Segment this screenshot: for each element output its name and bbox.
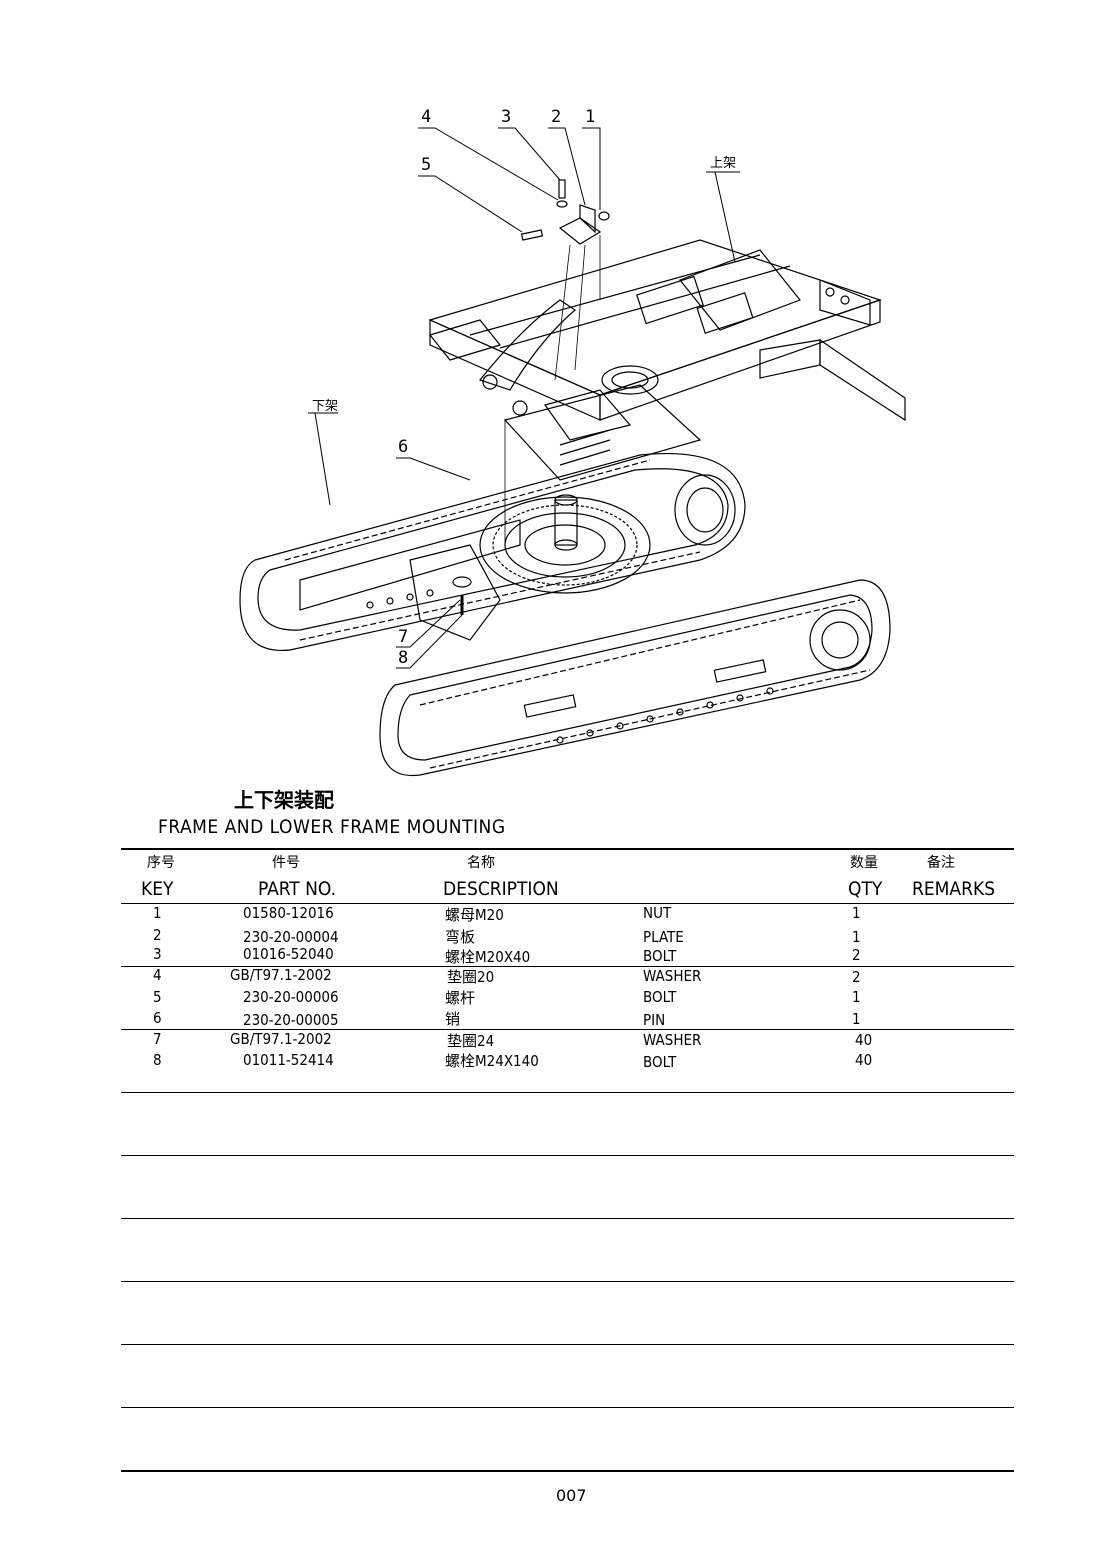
header-remarks-cn: 备注 <box>927 855 955 871</box>
table-group-rule <box>121 1029 1014 1030</box>
row-desc-cn: 销 <box>445 1010 461 1028</box>
upper-frame <box>428 239 906 481</box>
upper-frame-label: 上架 <box>710 156 737 171</box>
table-empty-rule <box>121 1155 1014 1156</box>
row-key: 6 <box>153 1009 162 1027</box>
header-key-cn: 序号 <box>147 855 175 871</box>
page-number: 007 <box>556 1486 587 1505</box>
row-qty: 1 <box>852 1010 861 1028</box>
row-desc-en: BOLT <box>643 1053 677 1071</box>
callout-5: 5 <box>421 155 432 175</box>
row-part-no: 01016-52040 <box>243 945 334 963</box>
lower-frame-center <box>409 544 501 641</box>
header-remarks: REMARKS <box>912 878 996 900</box>
table-header-rule <box>121 903 1014 904</box>
row-desc-cn: 螺杆 <box>445 989 476 1007</box>
title-english: FRAME AND LOWER FRAME MOUNTING <box>158 816 506 838</box>
row-key: 4 <box>153 966 162 984</box>
assembly-drawing <box>239 127 906 777</box>
row-part-no: 230-20-00004 <box>243 928 339 946</box>
row-part-no: GB/T97.1-2002 <box>230 966 332 984</box>
row-part-no: 01580-12016 <box>243 904 334 922</box>
row-qty: 1 <box>852 988 861 1006</box>
row-desc-cn: 垫圈20 <box>447 968 495 986</box>
row-desc-en: WASHER <box>643 1031 702 1049</box>
title-chinese: 上下架装配 <box>234 788 334 812</box>
callout-6: 6 <box>398 437 409 457</box>
table-top-rule <box>121 848 1014 850</box>
row-qty: 1 <box>852 928 861 946</box>
row-key: 2 <box>153 926 162 944</box>
row-qty: 40 <box>855 1051 873 1069</box>
row-key: 1 <box>153 904 162 922</box>
callout-8: 8 <box>398 648 409 668</box>
table-empty-rule <box>121 1218 1014 1219</box>
row-desc-cn: 螺栓M20X40 <box>445 948 531 966</box>
header-qty: QTY <box>848 878 883 900</box>
header-part-no: PART NO. <box>258 878 337 900</box>
row-part-no: GB/T97.1-2002 <box>230 1030 332 1048</box>
row-desc-en: PIN <box>643 1011 666 1029</box>
lower-frame-label: 下架 <box>312 399 339 414</box>
row-desc-cn: 弯板 <box>445 928 476 946</box>
exploded-parts <box>504 179 610 545</box>
row-part-no: 230-20-00005 <box>243 1011 339 1029</box>
row-qty: 40 <box>855 1031 873 1049</box>
row-key: 8 <box>153 1051 162 1069</box>
header-part-cn: 件号 <box>272 855 300 871</box>
table-empty-rule <box>121 1092 1014 1093</box>
table-group-rule <box>121 966 1014 967</box>
header-desc-cn: 名称 <box>467 855 495 871</box>
callout-3: 3 <box>501 107 512 127</box>
row-desc-cn: 螺母M20 <box>445 906 504 924</box>
header-key: KEY <box>141 878 174 900</box>
row-desc-cn: 垫圈24 <box>447 1032 495 1050</box>
row-desc-en: BOLT <box>643 988 677 1006</box>
table-empty-rule <box>121 1281 1014 1282</box>
row-key: 5 <box>153 988 162 1006</box>
row-key: 7 <box>153 1030 162 1048</box>
callout-7: 7 <box>398 627 409 647</box>
callout-4: 4 <box>421 107 432 127</box>
row-desc-en: BOLT <box>643 947 677 965</box>
header-qty-cn: 数量 <box>850 855 878 871</box>
track-right <box>379 579 891 777</box>
table-bottom-rule <box>121 1470 1014 1472</box>
row-desc-en: PLATE <box>643 928 684 946</box>
row-key: 3 <box>153 945 162 963</box>
row-desc-en: NUT <box>643 904 672 922</box>
table-empty-rule <box>121 1344 1014 1345</box>
row-desc-en: WASHER <box>643 967 702 985</box>
row-qty: 1 <box>852 904 861 922</box>
leader-lines <box>308 127 740 669</box>
track-left <box>239 452 746 651</box>
row-qty: 2 <box>852 968 861 986</box>
header-description: DESCRIPTION <box>443 878 559 900</box>
row-part-no: 230-20-00006 <box>243 988 339 1006</box>
callout-1: 1 <box>585 107 596 127</box>
callout-2: 2 <box>551 107 562 127</box>
table-empty-rule <box>121 1407 1014 1408</box>
swing-bearing <box>479 494 651 594</box>
row-desc-cn: 螺栓M24X140 <box>445 1052 539 1070</box>
row-part-no: 01011-52414 <box>243 1051 334 1069</box>
row-qty: 2 <box>852 946 861 964</box>
